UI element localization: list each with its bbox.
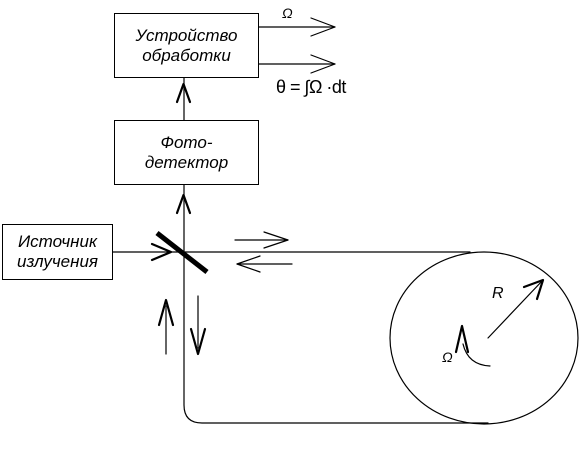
theta-formula-label: θ = ∫Ω ·dt (276, 77, 346, 97)
up-arrowhead-upper (175, 82, 192, 104)
clockwise-direction-arrow (234, 231, 289, 249)
radius-label: R (492, 285, 504, 302)
photodetector-label-line2: детектор (144, 152, 229, 172)
radiation-source-block: Источник излучения (2, 224, 113, 280)
fiber-coil (389, 251, 579, 425)
radiation-source-label-line1: Источник (18, 232, 97, 251)
up-arrowhead-lower (175, 193, 192, 215)
rotation-indicator (454, 324, 491, 367)
photodetector-label-line1: Фото- (160, 132, 213, 152)
processing-unit-label-line1: Устройство (135, 25, 238, 45)
upward-direction-arrow (157, 298, 175, 355)
radius-arrow (487, 278, 545, 339)
right-arrowhead-source (150, 242, 173, 262)
rotation-omega-label: Ω (442, 349, 453, 365)
fiber-path (183, 251, 489, 424)
counterclockwise-direction-arrow (236, 255, 293, 273)
radiation-source-label-line2: излучения (16, 252, 99, 271)
downward-direction-arrow (189, 295, 207, 356)
omega-output-label: Ω (282, 5, 293, 21)
processing-unit-block: Устройство обработки (114, 13, 259, 78)
photodetector-block: Фото- детектор (114, 120, 259, 185)
beam-splitter (155, 231, 209, 274)
theta-output-arrow (258, 54, 336, 74)
omega-output-arrow (258, 17, 336, 37)
processing-unit-label-line2: обработки (142, 45, 231, 65)
